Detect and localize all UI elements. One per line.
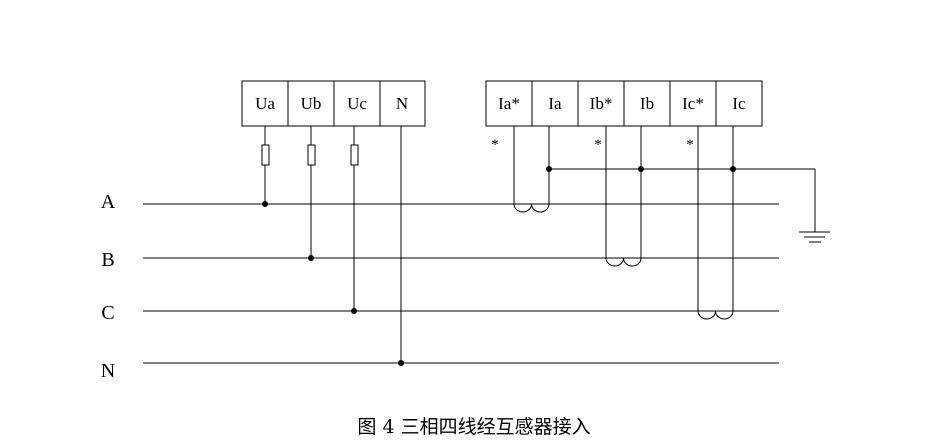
terminal-ic-star: [669, 80, 717, 127]
junction-ic-common: [730, 166, 736, 172]
phase-bus-lines: [143, 203, 779, 364]
terminal-n: [379, 80, 426, 127]
terminal-label-ia-star: Ia*: [498, 94, 520, 113]
terminal-label-n: N: [396, 94, 408, 113]
ground-icon: [799, 231, 830, 243]
polarity-mark-b: *: [594, 137, 602, 153]
figure-caption: 图 4 三相四线经互感器接入: [357, 416, 591, 438]
phase-label-a: A: [101, 191, 116, 213]
ct-coil-a: [513, 203, 550, 213]
ct-coil-b: [605, 257, 642, 267]
polarity-mark-c: *: [686, 137, 694, 153]
terminal-label-ib: Ib: [640, 94, 654, 113]
voltage-terminal-block: Ua Ub Uc N: [241, 80, 426, 127]
terminal-label-ub: Ub: [301, 94, 322, 113]
phase-label-c: C: [101, 302, 114, 324]
terminal-label-ib-star: Ib*: [590, 94, 613, 113]
terminal-label-ic: Ic: [732, 94, 746, 113]
terminal-ua: [241, 80, 289, 127]
phase-labels: A B C N: [101, 191, 116, 382]
terminal-label-ia: Ia: [548, 94, 562, 113]
terminal-ia: [531, 80, 579, 127]
phase-label-n: N: [101, 360, 115, 382]
terminal-label-ic-star: Ic*: [682, 94, 704, 113]
junction-uc-c: [351, 308, 357, 314]
terminal-label-uc: Uc: [347, 94, 367, 113]
fuse-uc: [350, 144, 359, 166]
polarity-marks: * * *: [491, 137, 694, 153]
current-transformer-wiring: [513, 126, 816, 320]
voltage-leads: [261, 126, 404, 366]
junction-ia-common: [546, 166, 552, 172]
terminal-uc: [333, 80, 381, 127]
junction-n-n: [398, 360, 404, 366]
current-terminal-block: Ia* Ia Ib* Ib Ic* Ic: [485, 80, 763, 127]
ct-coil-c: [697, 310, 734, 320]
phase-label-b: B: [101, 249, 114, 271]
terminal-ic: [715, 80, 763, 127]
junction-ua-a: [262, 201, 268, 207]
fuse-ua: [261, 144, 270, 166]
polarity-mark-a: *: [491, 137, 499, 153]
junction-ub-b: [308, 255, 314, 261]
junction-ib-common: [638, 166, 644, 172]
fuse-ub: [307, 144, 316, 166]
terminal-label-ua: Ua: [255, 94, 275, 113]
